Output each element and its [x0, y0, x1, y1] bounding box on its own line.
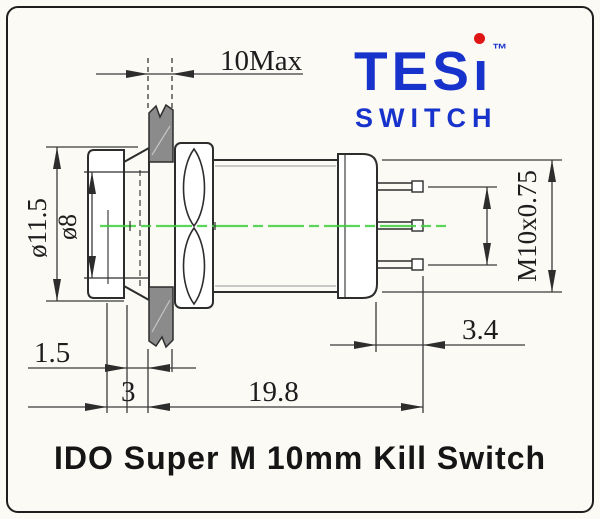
- dimension-labels: 10Max ø11.5 ø8 M10x0.75 3.4 1.5 3 19.8: [22, 45, 542, 408]
- dim-panel-max: [96, 58, 303, 110]
- button-head: [84, 147, 150, 301]
- dim-plunger-diameter: [88, 172, 96, 278]
- label-lip: 1.5: [34, 337, 70, 369]
- logo-subtitle: SWITCH: [355, 103, 498, 133]
- mounting-panel: [148, 103, 174, 349]
- logo-i-dot: [473, 33, 485, 44]
- switch-outline: [84, 142, 424, 309]
- mounting-panel-upper: [148, 103, 174, 163]
- label-plunger-diameter: ø8: [53, 214, 82, 240]
- trademark-symbol: ™: [492, 41, 508, 58]
- threaded-body: [213, 159, 338, 293]
- terminal-pin-top: [377, 180, 424, 193]
- terminal-pin-bottom: [377, 258, 424, 271]
- label-terminal-length: 3.4: [462, 314, 499, 346]
- dim-length-line: [28, 403, 423, 411]
- terminal-pins: [377, 180, 424, 271]
- center-line: [100, 221, 446, 231]
- label-panel-max: 10Max: [220, 45, 303, 77]
- hex-nut: [174, 142, 214, 309]
- dim-pin-spread: [428, 186, 497, 266]
- logo-letter-i: ı: [473, 33, 492, 99]
- product-caption: IDO Super M 10mm Kill Switch: [53, 440, 547, 476]
- dim-thread: [382, 159, 562, 293]
- label-bezel-depth: 3: [121, 376, 136, 408]
- label-thread: M10x0.75: [512, 170, 542, 282]
- dimensions: [28, 58, 562, 413]
- dim-lip: [28, 364, 196, 372]
- dim-head-diameter: [46, 146, 138, 302]
- label-body-length: 19.8: [248, 376, 299, 408]
- logo-text-tes: TES: [354, 40, 473, 102]
- label-head-diameter: ø11.5: [22, 198, 52, 258]
- bottom-extension-lines: [106, 303, 173, 413]
- dim-terminal-length: [330, 276, 525, 413]
